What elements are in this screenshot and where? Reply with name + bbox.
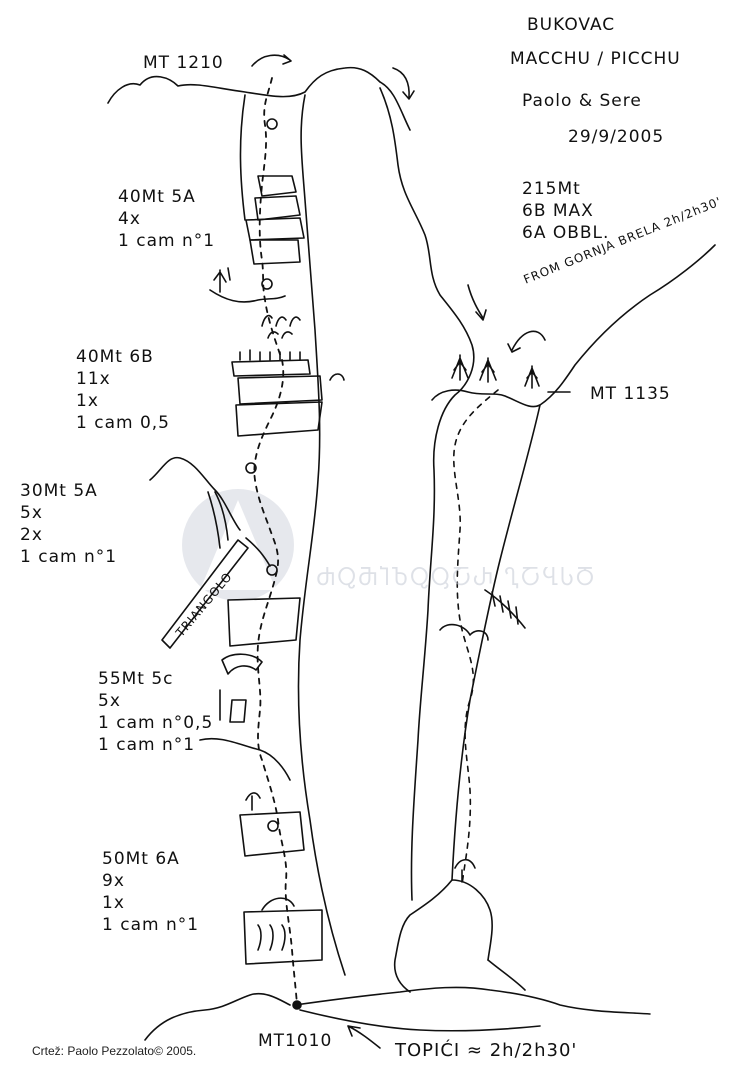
pitch3-dihedral: [161, 491, 271, 649]
pitch-gear: 1 cam n°1: [20, 547, 118, 567]
route-mandatory-grade: 6A OBBL.: [522, 223, 610, 243]
main-wall-left-edge: [297, 94, 346, 976]
pitch-5: 50Mt 6A 9x 1x 1 cam n°1: [102, 848, 199, 936]
watermark-logo: [182, 489, 294, 601]
forest-arrow: [507, 330, 546, 353]
bush-pitch1: [213, 267, 231, 293]
pitch5-slabs: [239, 792, 323, 965]
descent-arrow: [392, 67, 415, 100]
pitch-2: 40Mt 6B 11x 1x 1 cam 0,5: [76, 346, 170, 434]
route-length: 215Mt: [522, 179, 581, 199]
pitch-gear: 1 cam n°1: [102, 915, 200, 935]
pitch-gear: 1 cam n°1: [118, 231, 216, 251]
pitch-gear: 1x: [76, 391, 99, 411]
pitch-length-grade: 50Mt 6A: [102, 849, 180, 869]
pitch-gear: 1x: [102, 893, 125, 913]
ledge: [209, 289, 286, 303]
pine-trees: [451, 354, 540, 389]
pitch-1: 40Mt 5A 4x 1 cam n°1: [118, 186, 215, 252]
approach-note: TOPIĆI ≈ 2h/2h30': [395, 1040, 578, 1061]
base-path: [294, 986, 651, 1015]
watermark-text: ႻႭႫႨႦႭႳႠႰ ႢႠႡႱႣ: [316, 566, 597, 591]
belay-stations: [245, 118, 279, 832]
pitch1-slabs: [245, 175, 305, 265]
pitch-gear: 1 cam n°1: [98, 735, 196, 755]
forest-altitude: MT 1135: [590, 384, 671, 404]
pitch-gear: 5x: [98, 691, 121, 711]
pitch-gear: 4x: [118, 209, 141, 229]
route-name: MACCHU / PICCHU: [510, 49, 681, 69]
pitch-gear: 9x: [102, 871, 125, 891]
base-left: [144, 992, 291, 1041]
route-max-grade: 6B MAX: [522, 201, 594, 221]
pitch-length-grade: 40Mt 5A: [118, 187, 196, 207]
pitch-4: 55Mt 5c 5x 1 cam n°0,5 1 cam n°1: [98, 668, 213, 756]
pitch-gear: 2x: [20, 525, 43, 545]
pitch-length-grade: 55Mt 5c: [98, 669, 174, 689]
pitch-3: 30Mt 5A 5x 2x 1 cam n°1: [20, 480, 117, 568]
date: 29/9/2005: [568, 127, 665, 147]
summit-ridge: [107, 66, 411, 131]
pitch-length-grade: 30Mt 5A: [20, 481, 98, 501]
base-altitude: MT1010: [258, 1031, 333, 1051]
tower-route: [452, 389, 499, 886]
route-info: 215Mt 6B MAX 6A OBBL.: [522, 178, 609, 244]
right-tower-outline: [431, 244, 716, 408]
pitch2-roof: [231, 314, 345, 437]
cave: [439, 623, 489, 641]
pitch-length-grade: 40Mt 6B: [76, 347, 154, 367]
pitch4-blocks: [219, 597, 301, 723]
approach-arrow: [347, 1025, 381, 1049]
pitch-gear: 1 cam n°0,5: [98, 713, 214, 733]
drawing-credit: Crtež: Paolo Pezzolato© 2005.: [32, 1044, 197, 1058]
summit-arrow: [251, 54, 292, 67]
tower-top-arrow: [467, 284, 487, 321]
summit-altitude: MT 1210: [143, 53, 224, 73]
pitch-gear: 5x: [20, 503, 43, 523]
tower-slab: [484, 589, 526, 629]
start-point: [292, 1000, 302, 1010]
pitch-gear: 11x: [76, 369, 111, 389]
crag-name: BUKOVAC: [527, 15, 616, 35]
main-wall-right-edge: [379, 87, 475, 901]
authors: Paolo & Sere: [522, 91, 642, 111]
pitch-gear: 1 cam 0,5: [76, 413, 170, 433]
